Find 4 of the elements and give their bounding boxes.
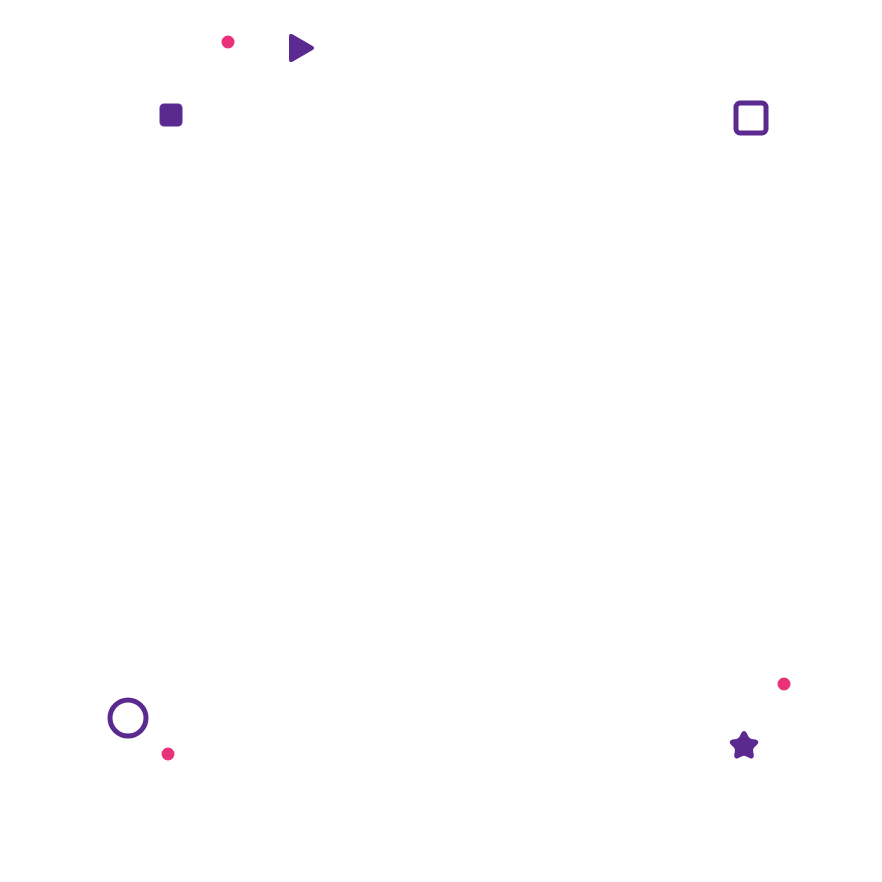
circle-outline-icon xyxy=(107,697,149,739)
square-outline-icon xyxy=(733,100,769,136)
play-icon xyxy=(289,33,314,63)
star-icon xyxy=(729,731,759,759)
